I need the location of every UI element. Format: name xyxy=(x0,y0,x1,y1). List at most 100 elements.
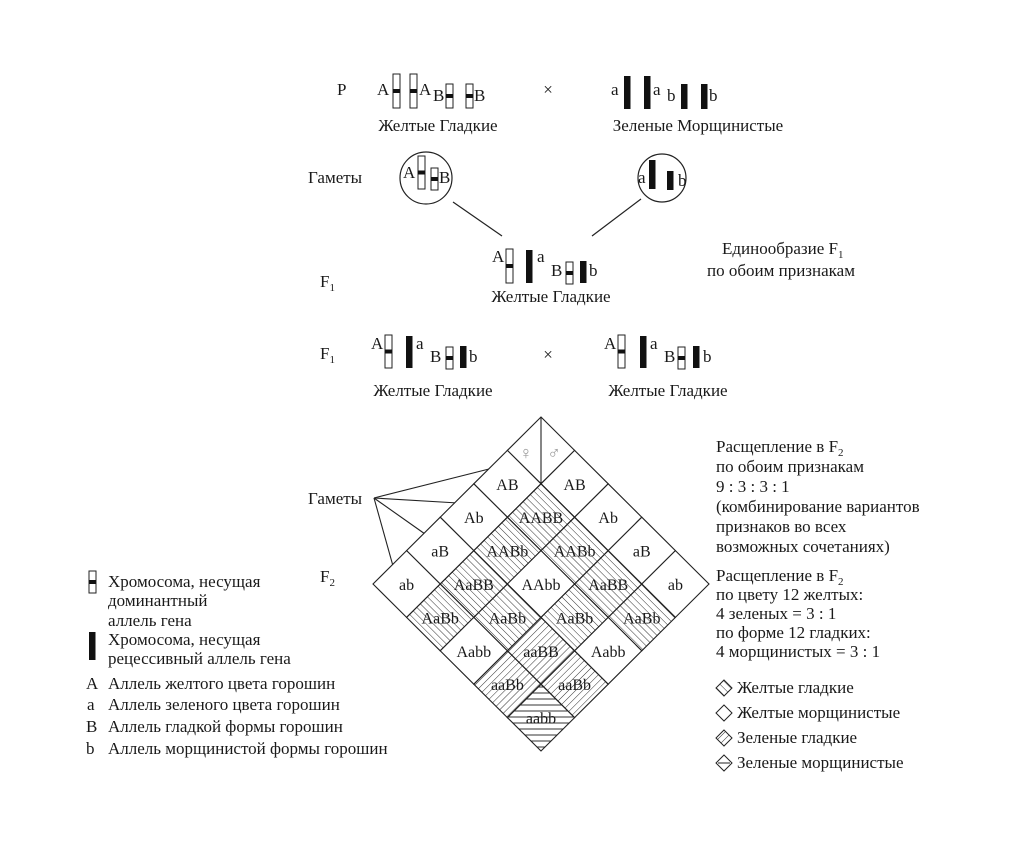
genotype-cell-label: aabb xyxy=(526,711,556,728)
genotype-cell-label: AABb xyxy=(487,544,529,561)
allele: B xyxy=(433,86,444,105)
dominant-chromosome-icon xyxy=(430,167,439,191)
recessive-chromosome-icon xyxy=(649,160,656,189)
female-gamete-cell-label: AB xyxy=(496,477,518,494)
male-symbol-icon: ♂ xyxy=(547,443,561,463)
allele: a xyxy=(416,334,424,353)
uniformity-note: Единообразие F1 xyxy=(722,239,844,261)
cross-symbol: × xyxy=(543,80,553,99)
svg-text:Желтые морщинистые: Желтые морщинистые xyxy=(737,703,900,722)
allele: a xyxy=(537,247,545,266)
genotype-cell-label: AAbb xyxy=(521,577,560,594)
svg-text:Хромосома, несущая: Хромосома, несущая xyxy=(108,630,261,649)
female-symbol-icon: ♀ xyxy=(519,443,533,463)
genotype-cell-label: Aabb xyxy=(591,644,626,661)
svg-text:Расщепление в F2: Расщепление в F2 xyxy=(716,566,844,588)
svg-text:Аллель морщинистой формы горош: Аллель морщинистой формы горошин xyxy=(108,739,388,758)
genotype-cell-label: aaBb xyxy=(558,677,591,694)
svg-text:4 морщинистых = 3 : 1: 4 морщинистых = 3 : 1 xyxy=(716,642,880,661)
svg-text:по обоим признакам: по обоим признакам xyxy=(716,457,864,476)
allele: A xyxy=(403,163,416,182)
male-gamete-cell-label: Ab xyxy=(598,510,618,527)
phenotype-legend: Желтые гладкие Желтые морщинистые Зелены… xyxy=(715,678,904,772)
svg-text:Расщепление в F2: Расщепление в F2 xyxy=(716,437,844,459)
genotype-cell-label: AaBb xyxy=(489,610,526,627)
allele: a xyxy=(653,80,661,99)
dominant-chromosome-icon xyxy=(617,334,626,369)
genotype-cell: aabb xyxy=(506,683,576,752)
svg-text:по цвету 12 желтых:: по цвету 12 желтых: xyxy=(716,585,863,604)
svg-text:a: a xyxy=(87,695,95,714)
punnett-square: ♀♂ABABAbAbaBaBababAABBAABbAaBBAaBbAABbAA… xyxy=(372,416,710,752)
allele: b xyxy=(469,347,478,366)
f1-cross-label: F1 xyxy=(320,344,335,366)
allele: A xyxy=(377,80,390,99)
dominant-chromosome-icon xyxy=(409,73,418,109)
svg-text:Аллель желтого цвета горошин: Аллель желтого цвета горошин xyxy=(108,674,335,693)
phenotype-label: Желтые Гладкие xyxy=(491,287,610,306)
svg-text:9 : 3 : 3 : 1: 9 : 3 : 3 : 1 xyxy=(716,477,790,496)
genotype-cell-label: Aabb xyxy=(456,644,491,661)
genotype-cell-label: AaBb xyxy=(422,610,459,627)
svg-text:Желтые гладкие: Желтые гладкие xyxy=(737,678,854,697)
svg-text:(комбинирование вариантов: (комбинирование вариантов xyxy=(716,497,920,516)
connector-line xyxy=(591,198,642,237)
recessive-chromosome-icon xyxy=(580,261,587,283)
genotype-cell-label: AaBB xyxy=(454,577,494,594)
genotype-cell-label: aaBB xyxy=(523,644,559,661)
svg-text:Хромосома, несущая: Хромосома, несущая xyxy=(108,572,261,591)
allele: A xyxy=(371,334,384,353)
allele: b xyxy=(589,261,598,280)
svg-text:по форме 12 гладких:: по форме 12 гладких: xyxy=(716,623,871,642)
dominant-chromosome-icon xyxy=(417,155,426,190)
yellow-wrinkled-swatch-icon xyxy=(715,704,733,722)
phenotype-label: Зеленые Морщинистые xyxy=(613,116,783,135)
allele: b xyxy=(667,86,676,105)
p-label: P xyxy=(337,80,346,99)
svg-text:b: b xyxy=(86,739,95,758)
svg-text:аллель гена: аллель гена xyxy=(108,611,192,630)
split-both-text: Расщепление в F2 по обоим признакам 9 : … xyxy=(716,437,920,556)
female-gamete-cell-label: ab xyxy=(399,577,414,594)
f2-label: F2 xyxy=(320,567,335,589)
allele: A xyxy=(492,247,505,266)
svg-text:возможных сочетаниях): возможных сочетаниях) xyxy=(716,537,890,556)
recessive-chromosome-icon xyxy=(681,84,688,109)
genotype-cell-label: AaBb xyxy=(556,610,593,627)
dominant-chromosome-icon xyxy=(445,346,454,370)
green-smooth-swatch-icon xyxy=(715,729,733,747)
phenotype-label: Желтые Гладкие xyxy=(608,381,727,400)
svg-text:4 зеленых = 3 : 1: 4 зеленых = 3 : 1 xyxy=(716,604,836,623)
svg-text:Аллель зеленого цвета горошин: Аллель зеленого цвета горошин xyxy=(108,695,340,714)
recessive-chromosome-icon xyxy=(693,346,700,368)
gametes-label-f2: Гаметы xyxy=(308,489,363,508)
male-gamete-cell-label: ab xyxy=(668,577,683,594)
recessive-chromosome-icon xyxy=(460,346,467,368)
yellow-smooth-swatch-icon xyxy=(715,679,733,697)
male-gamete-cell-label: AB xyxy=(563,477,585,494)
dominant-chromosome-icon xyxy=(565,261,574,285)
svg-text:признаков во всех: признаков во всех xyxy=(716,517,847,536)
dominant-chromosome-icon xyxy=(505,248,514,284)
allele: b xyxy=(678,171,687,190)
gamete-circle xyxy=(399,151,453,205)
allele: a xyxy=(638,168,646,187)
allele: a xyxy=(650,334,658,353)
split-each-text: Расщепление в F2 по цвету 12 желтых: 4 з… xyxy=(716,566,880,661)
svg-text:рецессивный аллель гена: рецессивный аллель гена xyxy=(108,649,291,668)
recessive-chromosome-icon xyxy=(406,336,413,368)
allele: b xyxy=(703,347,712,366)
allele: B xyxy=(664,347,675,366)
svg-text:Зеленые морщинистые: Зеленые морщинистые xyxy=(737,753,904,772)
dominant-chromosome-icon xyxy=(384,334,393,369)
genotype-cell-label: AABb xyxy=(554,544,596,561)
dominant-chromosome-icon xyxy=(88,570,97,594)
gamete-circle xyxy=(637,153,687,203)
gametes-label: Гаметы xyxy=(308,168,363,187)
recessive-chromosome-icon xyxy=(640,336,647,368)
dominant-chromosome-icon xyxy=(677,346,686,370)
recessive-chromosome-icon xyxy=(526,250,533,283)
recessive-chromosome-icon xyxy=(644,76,651,109)
f1-label: F1 xyxy=(320,272,335,294)
